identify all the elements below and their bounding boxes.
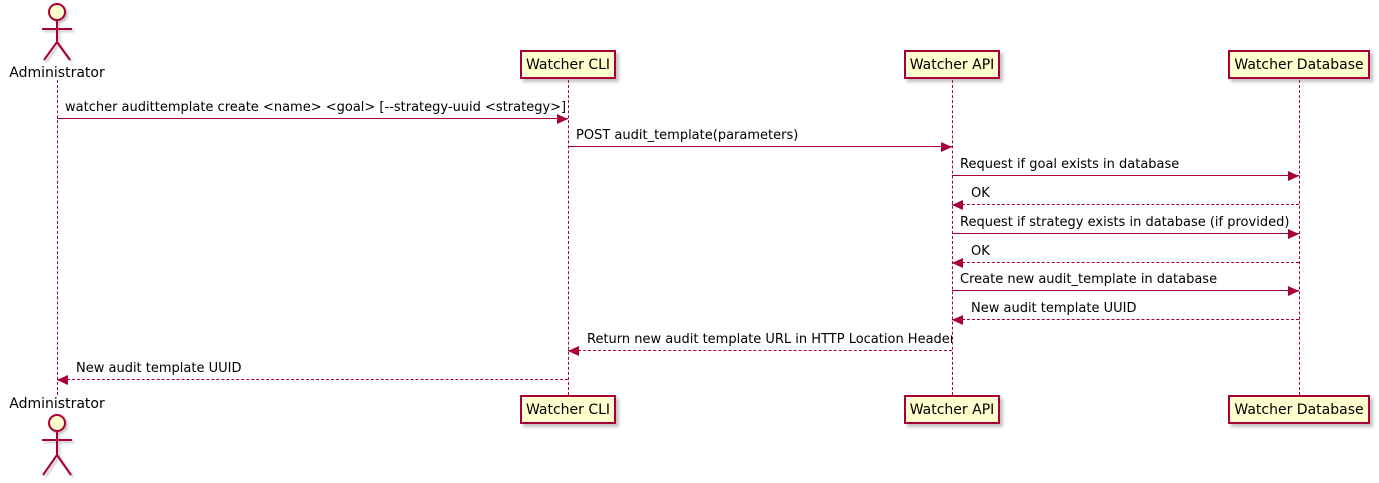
message-line <box>952 290 1299 291</box>
participant-box-bottom-watcher-api: Watcher API <box>904 395 1000 424</box>
message-line <box>57 379 568 380</box>
message-label: Request if strategy exists in database (… <box>960 215 1290 230</box>
message-label: POST audit_template(parameters) <box>576 128 799 143</box>
lifeline-watcher-cli <box>567 80 569 395</box>
arrowhead-icon <box>1288 170 1299 181</box>
arrowhead-icon <box>952 314 963 325</box>
message-line <box>952 319 1299 320</box>
message-line <box>568 350 952 351</box>
lifeline-watcher-database <box>1298 80 1300 395</box>
actor-administrator-icon-bottom <box>42 414 72 476</box>
arrowhead-icon <box>941 141 952 152</box>
participant-box-bottom-watcher-database: Watcher Database <box>1228 395 1370 424</box>
message-line <box>952 204 1299 205</box>
message-label: New audit template UUID <box>76 361 242 376</box>
actor-administrator-label-bottom: Administrator <box>9 396 105 412</box>
message-label: Create new audit_template in database <box>960 272 1218 287</box>
actor-administrator-label-top: Administrator <box>9 65 105 81</box>
message-line <box>952 175 1299 176</box>
message-line <box>568 146 952 147</box>
message-label: New audit template UUID <box>971 301 1137 316</box>
participant-box-top-watcher-cli: Watcher CLI <box>520 50 616 79</box>
message-label: Request if goal exists in database <box>960 157 1180 172</box>
message-label: OK <box>971 244 990 259</box>
participant-box-top-watcher-database: Watcher Database <box>1228 50 1370 79</box>
message-line <box>952 233 1299 234</box>
message-label: Return new audit template URL in HTTP Lo… <box>587 332 952 347</box>
lifeline-administrator <box>56 80 58 395</box>
message-line <box>952 262 1299 263</box>
arrowhead-icon <box>568 345 579 356</box>
message-label: OK <box>971 186 990 201</box>
arrowhead-icon <box>952 257 963 268</box>
arrowhead-icon <box>1288 228 1299 239</box>
arrowhead-icon <box>557 113 568 124</box>
message-line <box>57 118 568 119</box>
actor-administrator-icon <box>42 3 72 61</box>
message-label: watcher audittemplate create <name> <goa… <box>65 100 567 115</box>
participant-box-bottom-watcher-cli: Watcher CLI <box>520 395 616 424</box>
arrowhead-icon <box>57 374 68 385</box>
participant-box-top-watcher-api: Watcher API <box>904 50 1000 79</box>
arrowhead-icon <box>1288 285 1299 296</box>
arrowhead-icon <box>952 199 963 210</box>
lifeline-watcher-api <box>951 80 953 395</box>
